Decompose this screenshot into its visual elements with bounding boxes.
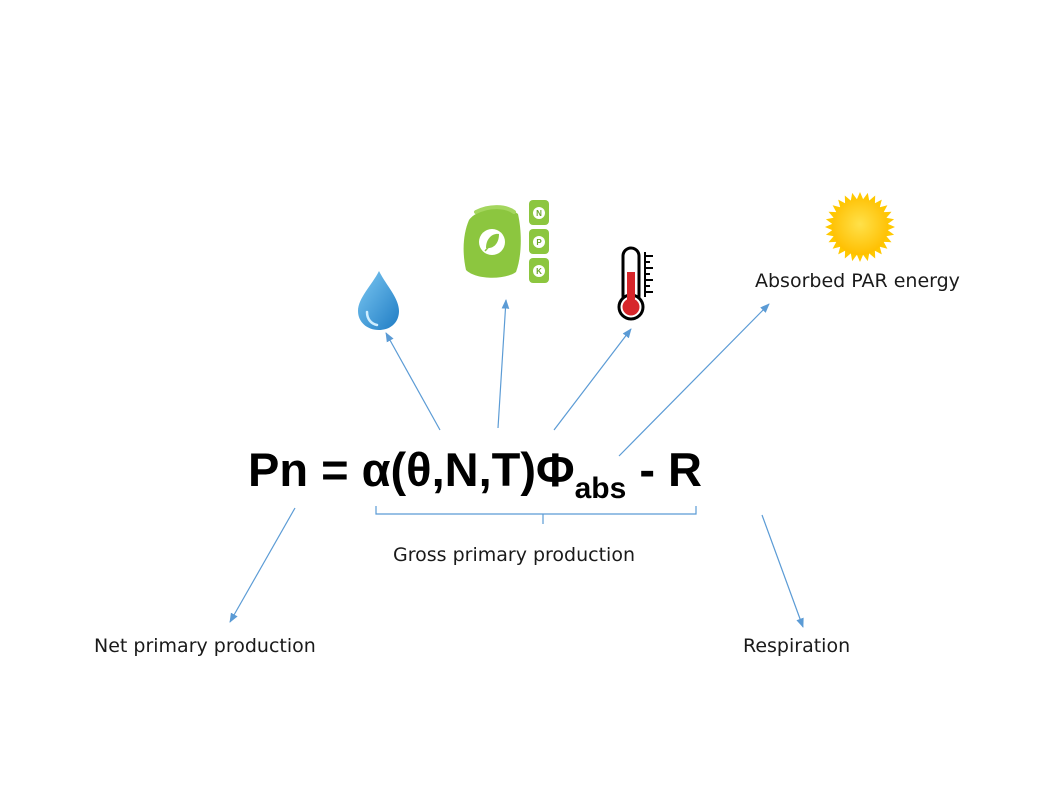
absorbed-par-label: Absorbed PAR energy [755, 270, 960, 292]
gpp-brace [375, 506, 697, 524]
arrow-to-respiration [761, 514, 804, 628]
equation-subscript: abs [574, 472, 627, 505]
equation-tail: - R [626, 443, 702, 496]
fertilizer-icon: N P K [463, 200, 549, 283]
equation-main: Pn = α(θ,N,T)Φ [248, 443, 575, 496]
water-drop-icon [358, 271, 399, 330]
arrow-to-thermometer [553, 328, 632, 431]
arrow-to-fertilizer [497, 299, 510, 429]
thermometer-icon [617, 246, 653, 321]
arrow-to-par [618, 303, 770, 457]
fertilizer-p-label: P [536, 238, 542, 247]
fertilizer-k-label: K [536, 267, 542, 276]
fertilizer-n-label: N [536, 209, 542, 218]
arrow-to-water [385, 332, 441, 431]
net-primary-production-label: Net primary production [94, 635, 316, 657]
respiration-label: Respiration [743, 635, 851, 657]
gross-primary-production-label: Gross primary production [393, 544, 635, 566]
npp-equation: Pn = α(θ,N,T)Φabs - R [248, 443, 702, 504]
sun-icon [825, 192, 895, 262]
arrow-to-npp [229, 507, 296, 623]
